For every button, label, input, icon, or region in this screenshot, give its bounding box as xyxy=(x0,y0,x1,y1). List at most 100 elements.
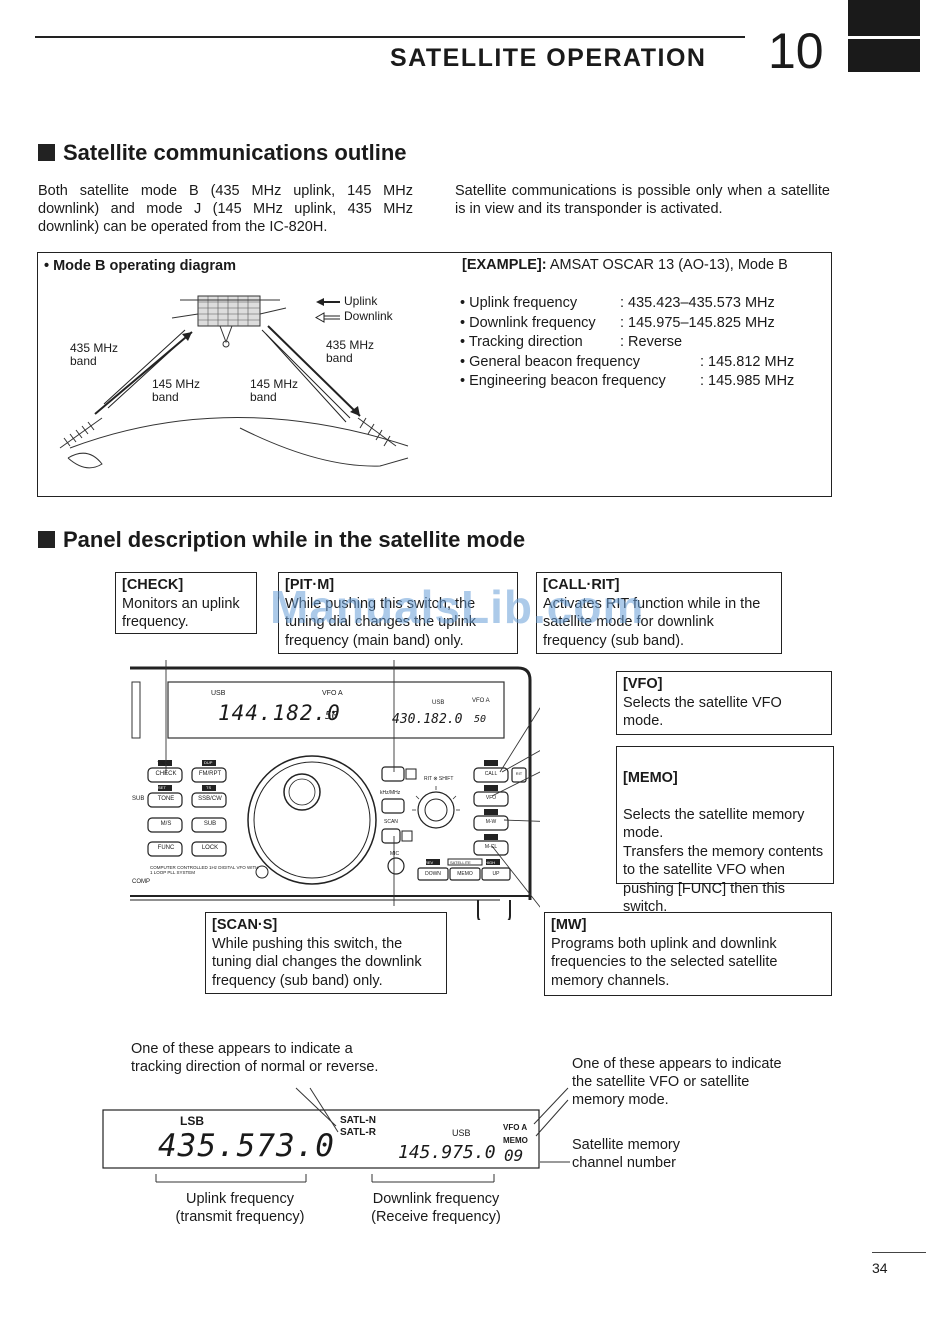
vfo-button[interactable]: VFO xyxy=(485,795,497,801)
downlink-caption: Downlink frequency (Receive frequency) xyxy=(371,1191,501,1225)
legend-downlink: Downlink xyxy=(344,309,393,323)
radio-sub-freq: 430.182.0 xyxy=(392,712,463,727)
mic-label: MIC xyxy=(390,851,400,857)
spec-row: • General beacon frequency: 145.812 MHz xyxy=(460,353,795,370)
watermark: ManualsLib.com xyxy=(270,581,645,633)
panel-heading-text: Panel description while in the satellite… xyxy=(63,527,526,552)
callout-call: [CALL·RIT] Activates RIT function while … xyxy=(536,572,782,654)
vfo-a-indicator: VFO A xyxy=(503,1123,528,1132)
example-title: [EXAMPLE]: AMSAT OSCAR 13 (AO-13), Mode … xyxy=(462,257,788,273)
comp-label: COMP xyxy=(132,879,150,885)
radio-main-vfo: VFO A xyxy=(322,690,343,697)
memo-button[interactable]: MEMO xyxy=(457,871,473,877)
callout-check-body: Monitors an uplink frequency. xyxy=(122,595,240,631)
callout-pit: [PIT·M] While pushing this switch, the t… xyxy=(278,572,518,654)
key-dup-label: DUP xyxy=(204,760,213,765)
mcl-button[interactable]: M-CL xyxy=(484,844,498,850)
callout-memo: [MEMO] Selects the satellite memory mode… xyxy=(616,746,834,915)
key-tsql-label: T.SQL xyxy=(157,760,169,765)
downlink-freq: 145.975.0 xyxy=(398,1142,496,1163)
example-tag: [EXAMPLE]: xyxy=(462,257,547,273)
left-antenna-icon xyxy=(59,417,103,469)
channel-number: 09 xyxy=(504,1146,524,1165)
fm-rpt-button[interactable]: FM/RPT xyxy=(198,771,222,777)
outline-heading-text: Satellite communications outline xyxy=(63,140,407,165)
mode-b-box xyxy=(37,252,832,497)
call-button[interactable]: CALL xyxy=(484,771,498,777)
func-button[interactable]: FUNC xyxy=(157,845,175,851)
down-button[interactable]: DOWN xyxy=(425,871,441,877)
sub-tag: SUB xyxy=(132,796,145,802)
callout-mw: [MW] Programs both uplink and downlink f… xyxy=(544,912,832,996)
outline-para-left: Both satellite mode B (435 MHz uplink, 1… xyxy=(38,183,413,235)
tone-button[interactable]: TONE xyxy=(157,796,175,802)
callout-scan: [SCAN·S] While pushing this switch, the … xyxy=(205,912,447,994)
page-number: 34 xyxy=(872,1260,888,1276)
spec-row: • Tracking direction: Reverse xyxy=(460,334,683,350)
callout-call-body: Activates RIT function while in the sate… xyxy=(543,595,761,649)
spec-row: • Downlink frequency: 145.975–145.825 MH… xyxy=(460,314,775,331)
callout-scan-title: [SCAN·S] xyxy=(212,917,278,933)
satellite-icon xyxy=(171,295,287,348)
uplink-freq: 435.573.0 xyxy=(158,1128,335,1164)
outline-heading: Satellite communications outline xyxy=(38,140,407,166)
satl-r: SATL-R xyxy=(340,1127,376,1138)
section-title: SATELLITE OPERATION xyxy=(390,44,707,72)
spec-row: • Engineering beacon frequency: 145.985 … xyxy=(460,373,795,389)
radio-panel-drawing xyxy=(130,660,540,920)
up-button[interactable]: UP xyxy=(492,871,500,877)
note-tracking: One of these appears to indicate a track… xyxy=(131,1041,379,1075)
radio-footer-text: COMPUTER CONTROLLED 1Hz DIGITAL VFO WITH… xyxy=(150,865,259,875)
callout-pit-title: [PIT·M] xyxy=(285,577,335,593)
satl-n: SATL-N xyxy=(340,1115,376,1126)
chapter-tab-divider xyxy=(848,36,920,39)
uplink-mode: LSB xyxy=(180,1114,204,1128)
rit-button[interactable]: RIT xyxy=(515,771,523,776)
chapter-number: 10 xyxy=(768,23,824,79)
radio-main-mode: USB xyxy=(211,690,226,697)
display-illustration xyxy=(102,1087,570,1183)
label-435-right: 435 MHz band xyxy=(326,338,375,365)
callout-check-title: [CHECK] xyxy=(122,577,184,593)
callout-mw-body: Programs both uplink and downlink freque… xyxy=(551,935,778,989)
khz-mhz-label: kHz/MHz xyxy=(380,790,401,796)
spec-row: • Uplink frequency: 435.423–435.573 MHz xyxy=(460,295,775,311)
diagram-title: • Mode B operating diagram xyxy=(44,258,236,274)
outline-para-right: Satellite communications is possible onl… xyxy=(455,183,830,217)
high-tag: HIGH xyxy=(485,860,495,865)
key-ts-label: TS xyxy=(206,785,212,790)
radio-main-ch: 50 xyxy=(325,709,339,722)
ms-button[interactable]: M/S xyxy=(160,821,172,827)
radio-sub-ch: 50 xyxy=(474,714,487,725)
callout-memo-body: Selects the satellite memory mode. Trans… xyxy=(623,806,824,916)
example-title-text: AMSAT OSCAR 13 (AO-13), Mode B xyxy=(546,257,788,273)
radio-sub-mode: USB xyxy=(432,700,445,706)
satellite-tag: SATELLITE xyxy=(450,860,471,865)
label-145-right: 145 MHz band xyxy=(250,377,299,404)
label-435-left: 435 MHz band xyxy=(70,341,119,368)
footer-rule xyxy=(872,1252,926,1253)
right-antenna-icon xyxy=(357,417,397,447)
lock-button[interactable]: LOCK xyxy=(201,845,219,851)
heading-bullet-icon xyxy=(38,144,55,161)
example-specs: • Uplink frequency: 435.423–435.573 MHz … xyxy=(460,294,820,392)
scan-label: SCAN xyxy=(384,819,398,825)
label-145-left: 145 MHz band xyxy=(152,377,201,404)
legend-uplink: Uplink xyxy=(344,294,378,308)
callout-check: [CHECK] Monitors an uplink frequency. xyxy=(115,572,257,634)
memo-indicator: MEMO xyxy=(503,1136,528,1145)
callout-scan-body: While pushing this switch, the tuning di… xyxy=(212,935,422,989)
radio-main-freq: 144.182.0 xyxy=(218,701,341,725)
callout-vfo-body: Selects the satellite VFO mode. xyxy=(623,694,782,730)
callout-vfo: [VFO] Selects the satellite VFO mode. xyxy=(616,671,832,735)
panel-heading: Panel description while in the satellite… xyxy=(38,527,525,553)
callout-pit-body: While pushing this switch, the tuning di… xyxy=(285,595,477,649)
ssb-cw-button[interactable]: SSB/CW xyxy=(198,796,222,802)
callout-mw-title: [MW] xyxy=(551,917,587,933)
channel-label: Satellite memory channel number xyxy=(572,1137,680,1171)
sub-button[interactable]: SUB xyxy=(203,821,217,827)
heading-bullet-icon xyxy=(38,531,55,548)
mw-button[interactable]: M-W xyxy=(485,819,497,825)
check-button[interactable]: CHECK xyxy=(155,771,177,777)
callout-call-title: [CALL·RIT] xyxy=(543,577,620,593)
